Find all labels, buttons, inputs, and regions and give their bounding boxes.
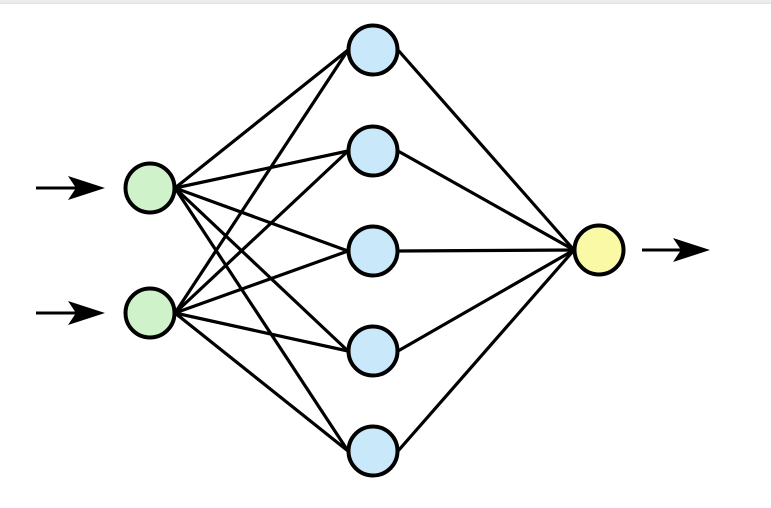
hidden-1-node bbox=[346, 23, 400, 77]
edge-input-2-hidden-5 bbox=[174, 311, 349, 453]
edge-hidden-1-output-1 bbox=[396, 48, 576, 252]
edge-input-1-hidden-3 bbox=[174, 186, 349, 253]
edge-input-2-hidden-3 bbox=[174, 249, 349, 315]
edge-input-1-hidden-4 bbox=[173, 186, 350, 353]
window-top-border bbox=[0, 0, 771, 4]
output-arrow-head-icon bbox=[673, 238, 710, 262]
output-1-node bbox=[572, 223, 626, 277]
edge-input-2-hidden-4 bbox=[174, 311, 349, 353]
hidden-3-node bbox=[346, 224, 400, 278]
edge-hidden-2-output-1 bbox=[397, 149, 575, 252]
edge-input-1-hidden-1 bbox=[174, 48, 349, 190]
edge-input-2-hidden-2 bbox=[173, 149, 350, 315]
edge-hidden-4-output-1 bbox=[397, 248, 575, 353]
edge-hidden-5-output-1 bbox=[396, 248, 576, 453]
hidden-5-node bbox=[346, 424, 400, 478]
edge-input-2-hidden-1 bbox=[173, 49, 350, 314]
hidden-2-node bbox=[346, 124, 400, 178]
hidden-4-node bbox=[346, 324, 400, 378]
edge-hidden-3-output-1 bbox=[397, 248, 575, 253]
input-1-node bbox=[123, 161, 177, 215]
input-arrow-1-head-icon bbox=[68, 176, 105, 200]
edge-input-1-hidden-5 bbox=[173, 187, 350, 452]
input-2-node bbox=[123, 286, 177, 340]
input-arrow-2-head-icon bbox=[68, 301, 105, 325]
edge-input-1-hidden-2 bbox=[174, 149, 349, 190]
